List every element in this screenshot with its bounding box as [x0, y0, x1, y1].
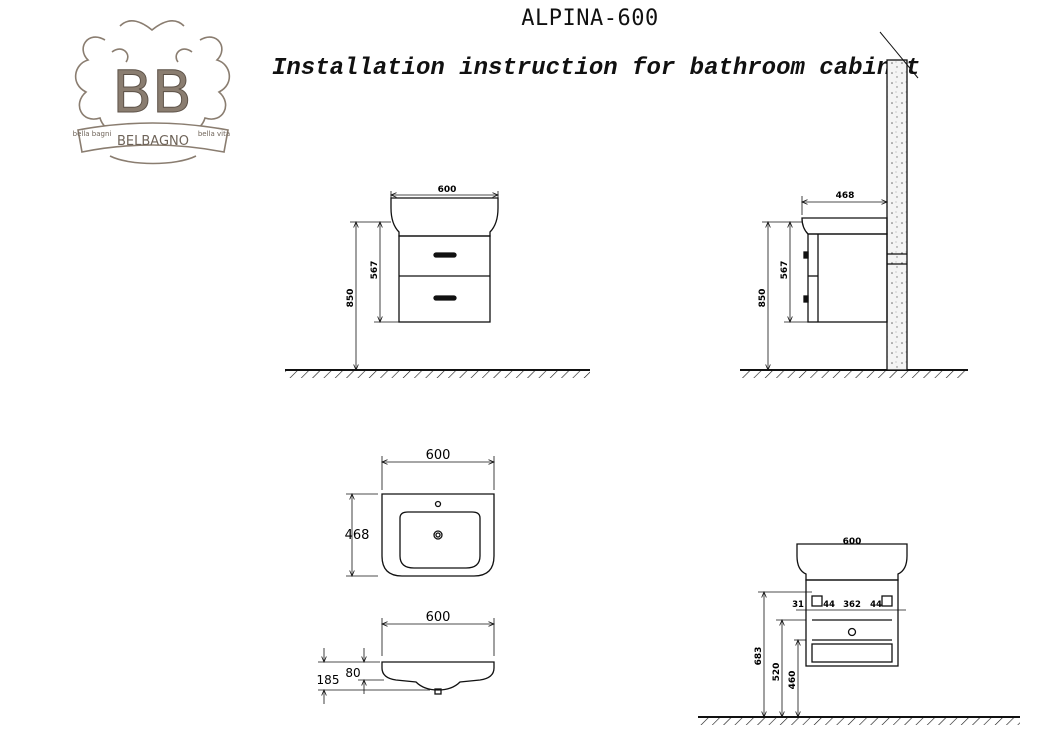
- side-cabinet-height-label: 567: [780, 261, 790, 280]
- brand-name: BELBAGNO: [117, 134, 189, 149]
- rear-basin: [796, 543, 908, 581]
- page-title: Installation instruction for bathroom ca…: [272, 55, 921, 82]
- section-overall-height-label: 185: [317, 673, 340, 687]
- front-cabinet-height-label: 567: [370, 261, 380, 280]
- rear-mount-height-label: 683: [754, 647, 764, 666]
- mount-bracket-left: [811, 595, 823, 607]
- rear-view: [698, 543, 1020, 725]
- front-width-label: 600: [438, 185, 457, 195]
- rear-drain-hole: [847, 627, 857, 637]
- wall-section: [886, 59, 908, 371]
- section-width-label: 600: [426, 610, 451, 625]
- mount-bracket-right: [881, 595, 893, 607]
- side-view: [740, 31, 968, 378]
- motto-right: bella vita: [198, 130, 230, 138]
- front-total-height-label: 850: [346, 289, 356, 308]
- side-total-height-label: 850: [758, 289, 768, 308]
- basin-side: [801, 217, 888, 235]
- side-depth-label: 468: [836, 191, 855, 201]
- drain-inner: [435, 532, 441, 538]
- rear-offset-label-2: 44: [823, 600, 835, 610]
- section-basin-height-label: 80: [345, 666, 360, 680]
- basin-front: [390, 197, 499, 237]
- cabinet-body: [398, 235, 491, 323]
- drawer-handle-lower: [433, 295, 457, 301]
- rear-floor-hatch: [698, 717, 1020, 725]
- drawer-handle-upper: [433, 252, 457, 258]
- rear-lower-panel: [811, 643, 893, 663]
- section-view: [318, 618, 494, 704]
- top-depth-label: 468: [345, 528, 370, 543]
- model-title: ALPINA-600: [521, 6, 659, 31]
- rear-offset-label-1: 31: [792, 600, 804, 610]
- rear-offset-label-4: 44: [870, 600, 882, 610]
- basin-section: [381, 661, 495, 691]
- basin-bowl: [399, 511, 481, 569]
- top-view: [346, 456, 494, 576]
- rear-460-label: 460: [788, 671, 798, 690]
- side-floor-hatch: [740, 370, 968, 378]
- faucet-hole: [434, 500, 442, 508]
- motto-left: bella bagni: [73, 130, 112, 138]
- rear-cabinet: [805, 579, 899, 667]
- drain-outer: [433, 530, 443, 540]
- cabinet-side: [807, 233, 888, 323]
- floor-hatch: [285, 370, 590, 378]
- rear-width-label: 600: [843, 537, 862, 547]
- monogram-text: BB: [112, 58, 192, 126]
- rear-520-label: 520: [772, 663, 782, 682]
- belbagno-logo: BB BELBAGNO bella bagni bella vita: [73, 19, 230, 165]
- top-width-label: 600: [426, 448, 451, 463]
- rear-offset-label-3: 362: [843, 600, 861, 610]
- basin-top-outline: [381, 493, 495, 577]
- front-view: [285, 191, 590, 378]
